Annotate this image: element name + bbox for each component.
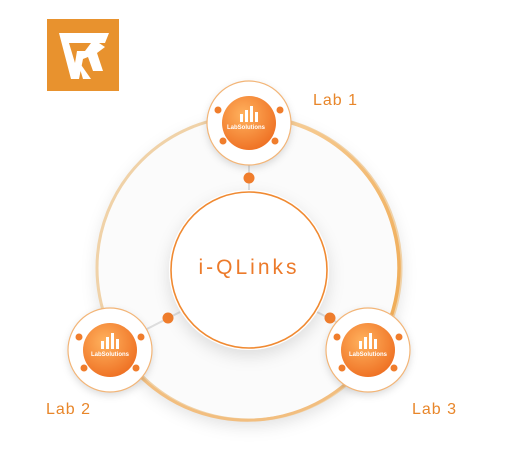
lab-2-node [67, 307, 153, 393]
lab-3-node [325, 307, 411, 393]
lab-2-brand: LabSolutions [91, 352, 129, 358]
lab-2-label: Lab 2 [46, 401, 92, 418]
brand-logo-icon [47, 19, 119, 91]
center-hub [169, 190, 329, 350]
lab-3-label: Lab 3 [412, 401, 458, 418]
lab-1-brand: LabSolutions [227, 125, 265, 131]
bar-chart-icon [359, 333, 377, 349]
bar-chart-icon [240, 106, 258, 122]
lab-1-label: Lab 1 [313, 92, 359, 109]
hub-title: i-QLinks [198, 256, 300, 279]
lab-1-node [206, 80, 292, 166]
lab-3-brand: LabSolutions [349, 352, 387, 358]
bar-chart-icon [101, 333, 119, 349]
connectors [144, 160, 353, 331]
